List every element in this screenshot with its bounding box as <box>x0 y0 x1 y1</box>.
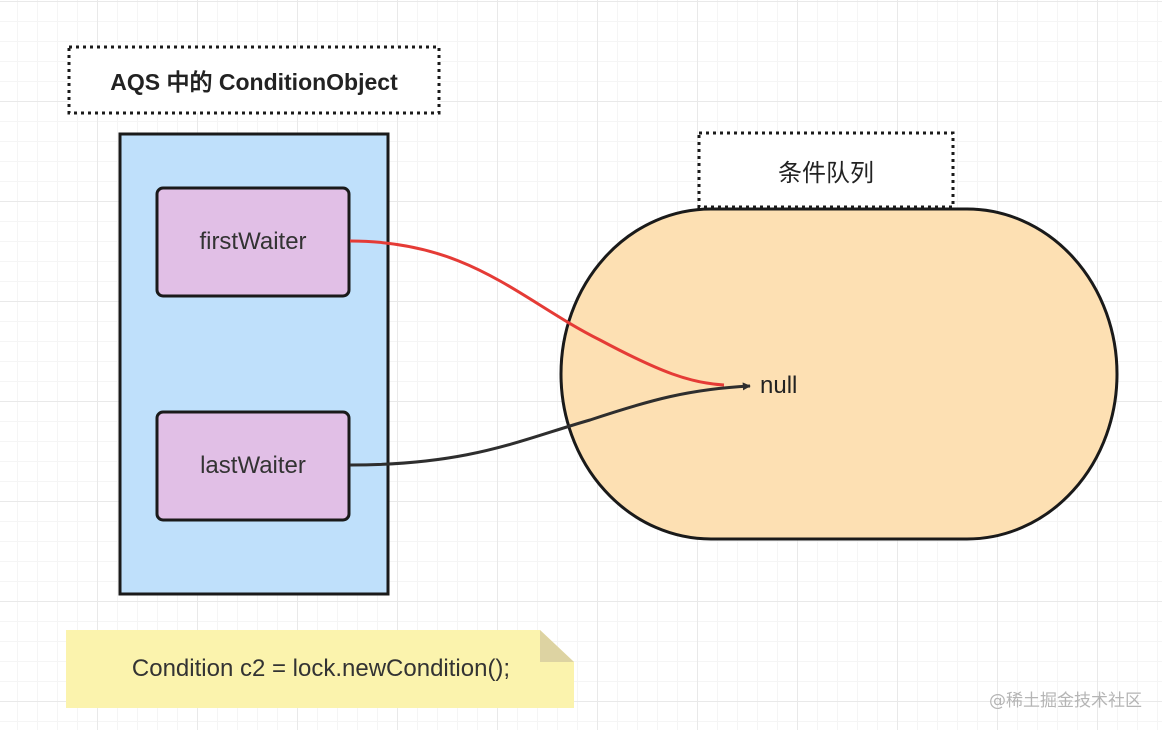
last-waiter-label: lastWaiter <box>200 452 306 479</box>
null-label: null <box>760 372 798 399</box>
condition-queue-shape <box>559 207 1119 541</box>
first-waiter-label: firstWaiter <box>199 228 307 255</box>
code-note-fold <box>540 630 574 662</box>
first-waiter-arrow <box>349 239 725 387</box>
title-frame <box>67 45 441 115</box>
watermark: @稀土掘金技术社区 <box>989 691 1142 711</box>
queue-label-frame <box>697 131 955 209</box>
last-waiter-arrow <box>349 382 751 467</box>
diagram-title: AQS 中的 ConditionObject <box>110 69 398 95</box>
last-waiter-box <box>155 410 351 522</box>
condition-queue-label: 条件队列 <box>778 159 874 187</box>
code-note-text: Condition c2 = lock.newCondition(); <box>131 655 511 682</box>
first-waiter-box <box>155 186 351 298</box>
code-note <box>66 630 574 708</box>
